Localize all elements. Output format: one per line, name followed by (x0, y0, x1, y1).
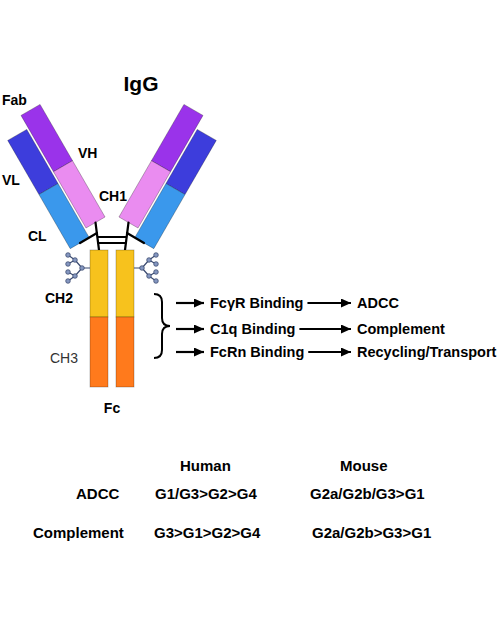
domain-label: VL (2, 172, 20, 188)
glycan-symbol (134, 255, 156, 281)
table-cell: G2a/G2b/G3>G1 (310, 485, 425, 502)
flow-arrow (307, 302, 351, 304)
glycan-symbol (140, 266, 145, 271)
disulfide-bond (98, 236, 126, 238)
flow-arrow (308, 351, 351, 353)
disulfide-bond (99, 242, 126, 244)
function-label: ADCC (357, 295, 399, 312)
table-cell: G3>G1>G2>G4 (154, 524, 260, 541)
glycan-symbol (154, 262, 159, 267)
function-label: Recycling/Transport (357, 344, 496, 361)
function-label: Complement (357, 321, 445, 338)
diagram-title: IgG (124, 72, 159, 96)
table-cell: G1/G3>G2>G4 (155, 485, 257, 502)
domain-label: CH2 (45, 290, 73, 306)
domain-label: CH3 (50, 350, 78, 366)
glycan-symbol (147, 274, 152, 279)
domain-label: CL (28, 228, 47, 244)
table-header: Mouse (340, 457, 388, 474)
domain-label: CH1 (99, 188, 127, 204)
glycan-symbol (154, 279, 159, 284)
part-label: Fab (2, 92, 27, 108)
binding-label: C1q Binding (210, 321, 295, 338)
vl-domain (166, 129, 216, 194)
glycan-symbol (73, 258, 78, 263)
glycan-symbol (66, 262, 71, 267)
glycan-symbol (66, 253, 71, 258)
disulfide-bond (80, 233, 97, 243)
glycan-symbol (147, 258, 152, 263)
domain-label: VH (78, 145, 97, 161)
binding-label: FcγR Binding (210, 295, 303, 312)
glycan-symbol (66, 279, 71, 284)
bracket-arrow (176, 302, 204, 304)
ch2-domain (116, 250, 134, 317)
glycan-symbol (68, 255, 90, 281)
table-row-header: Complement (33, 524, 124, 541)
node-text: FcγR Binding (210, 295, 303, 312)
cl-domain (135, 184, 185, 249)
glycan-symbol (73, 274, 78, 279)
curly-bracket (154, 294, 170, 358)
table-row-header: ADCC (76, 485, 119, 502)
connector-layer (299, 303, 351, 352)
disulfide-bond (127, 233, 144, 243)
node-text: Recycling/Transport (357, 344, 496, 361)
node-text: C1q Binding (210, 321, 295, 338)
node-text: FcRn Binding (210, 344, 304, 361)
ch3-domain (116, 317, 134, 387)
bracket-arrow (176, 351, 204, 353)
binding-label: FcRn Binding (210, 344, 304, 361)
glycan-symbol (154, 253, 159, 258)
table-header: Human (180, 457, 231, 474)
node-text: Complement (357, 321, 445, 338)
bracket-arrow (176, 328, 204, 330)
part-label: Fc (104, 400, 120, 416)
table-cell: G2a/G2b>G3>G1 (312, 524, 431, 541)
ch2-domain (90, 250, 108, 317)
ch3-domain (90, 317, 108, 387)
flow-arrow (299, 328, 351, 330)
glycan-symbol (66, 270, 71, 275)
glycan-symbol (154, 270, 159, 275)
glycan-symbol (80, 266, 85, 271)
node-text: ADCC (357, 295, 399, 312)
